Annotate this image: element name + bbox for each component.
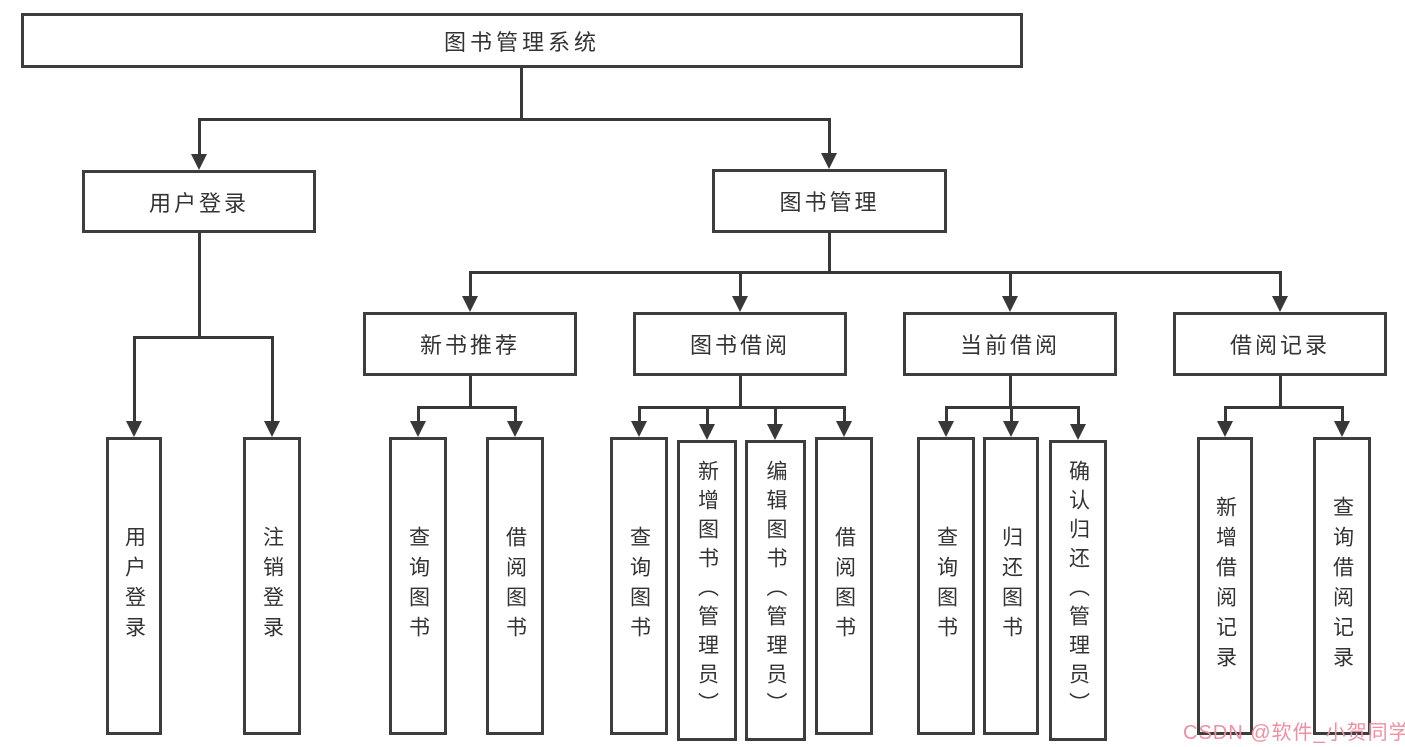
arrowhead-down-icon — [836, 421, 852, 437]
node-user-login: 用户登录 — [82, 170, 316, 233]
leaf-borrow-book: 借阅图书 — [815, 437, 873, 735]
arrowhead-down-icon — [821, 153, 837, 169]
connector-vline — [828, 233, 831, 273]
connector-vline — [706, 406, 709, 426]
connector-vline — [198, 118, 201, 156]
leaf-return-book: 归还图书 — [983, 437, 1039, 735]
connector-vline — [739, 271, 742, 298]
node-current-borrow: 当前借阅 — [903, 312, 1117, 376]
leaf-query-book: 查询图书 — [917, 437, 975, 735]
arrowhead-down-icon — [1217, 421, 1233, 437]
node-book-borrow: 图书借阅 — [633, 312, 847, 376]
connector-vline — [198, 233, 201, 339]
leaf-query-borrow-record: 查询借阅记录 — [1313, 437, 1371, 735]
connector-hline — [1224, 406, 1344, 409]
leaf-logout: 注销登录 — [243, 437, 301, 735]
connector-vline — [271, 336, 274, 423]
arrowhead-down-icon — [410, 421, 426, 437]
arrowhead-down-icon — [767, 424, 783, 440]
connector-vline — [1010, 406, 1013, 423]
arrowhead-down-icon — [1002, 296, 1018, 312]
connector-hline — [133, 336, 274, 339]
connector-vline — [1279, 376, 1282, 409]
arrowhead-down-icon — [1070, 424, 1086, 440]
arrowhead-down-icon — [1003, 421, 1019, 437]
leaf-add-book-admin: 新增图书（管理员） — [677, 440, 737, 741]
arrowhead-down-icon — [126, 421, 142, 437]
leaf-confirm-return-admin: 确认归还（管理员） — [1049, 440, 1107, 741]
arrowhead-down-icon — [191, 154, 207, 170]
connector-vline — [1009, 271, 1012, 298]
arrowhead-down-icon — [507, 421, 523, 437]
node-new-book-recommend: 新书推荐 — [363, 312, 577, 376]
arrowhead-down-icon — [1272, 296, 1288, 312]
leaf-add-borrow-record: 新增借阅记录 — [1197, 437, 1253, 735]
arrowhead-down-icon — [462, 296, 478, 312]
leaf-borrow-book: 借阅图书 — [486, 437, 544, 735]
connector-vline — [638, 406, 641, 423]
connector-vline — [828, 118, 831, 155]
connector-vline — [133, 336, 136, 423]
arrowhead-down-icon — [631, 421, 647, 437]
connector-vline — [469, 271, 472, 298]
leaf-edit-book-admin: 编辑图书（管理员） — [745, 440, 806, 741]
node-book-management: 图书管理 — [712, 169, 947, 233]
connector-vline — [520, 68, 523, 118]
node-borrow-records: 借阅记录 — [1173, 312, 1387, 376]
leaf-user-login: 用户登录 — [106, 437, 162, 735]
arrowhead-down-icon — [264, 421, 280, 437]
connector-vline — [417, 406, 420, 423]
watermark-csdn: CSDN @软件_小贺同学 — [1183, 722, 1405, 744]
connector-vline — [843, 406, 846, 423]
arrowhead-down-icon — [938, 421, 954, 437]
connector-vline — [945, 406, 948, 423]
arrowhead-down-icon — [699, 424, 715, 440]
connector-vline — [1224, 406, 1227, 423]
connector-vline — [774, 406, 777, 426]
connector-vline — [1077, 406, 1080, 426]
leaf-query-book: 查询图书 — [389, 437, 447, 735]
connector-hline — [417, 406, 517, 409]
connector-hline — [469, 271, 1282, 274]
connector-vline — [469, 376, 472, 409]
connector-vline — [739, 376, 742, 409]
connector-vline — [514, 406, 517, 423]
leaf-query-book: 查询图书 — [610, 437, 668, 735]
connector-vline — [1341, 406, 1344, 423]
connector-vline — [1009, 376, 1012, 409]
connector-hline — [638, 406, 846, 409]
arrowhead-down-icon — [732, 296, 748, 312]
connector-hline — [198, 118, 831, 121]
arrowhead-down-icon — [1334, 421, 1350, 437]
connector-vline — [1279, 271, 1282, 298]
node-library-management-system: 图书管理系统 — [21, 13, 1023, 68]
